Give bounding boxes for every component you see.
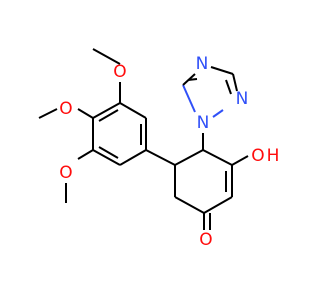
nitrogen-label-n4: N bbox=[196, 54, 209, 74]
oxygen-label-methoxy-top: O bbox=[113, 62, 126, 82]
oxygen-label-methoxy-mid: O bbox=[59, 99, 72, 119]
oxygen-label-ketone: O bbox=[199, 230, 212, 250]
oxygen-label-methoxy-bot: O bbox=[59, 163, 72, 183]
hydroxy-bond bbox=[231, 155, 249, 166]
molecule-structure-diagram: O O O O H O N N N bbox=[38, 48, 280, 250]
methoxy-top bbox=[92, 48, 121, 103]
cyclohexenone-ring bbox=[145, 149, 233, 214]
methoxy-mid bbox=[38, 108, 94, 119]
hydrogen-label-hydroxy: H bbox=[267, 146, 280, 166]
ketone-bond bbox=[203, 213, 211, 230]
phenyl-ring bbox=[92, 102, 147, 166]
nitrogen-label-n1: N bbox=[197, 113, 210, 133]
methoxy-bot bbox=[65, 149, 94, 203]
oxygen-label-hydroxy: O bbox=[251, 146, 264, 166]
triazole-ring bbox=[182, 66, 238, 150]
nitrogen-label-n2: N bbox=[236, 89, 249, 109]
